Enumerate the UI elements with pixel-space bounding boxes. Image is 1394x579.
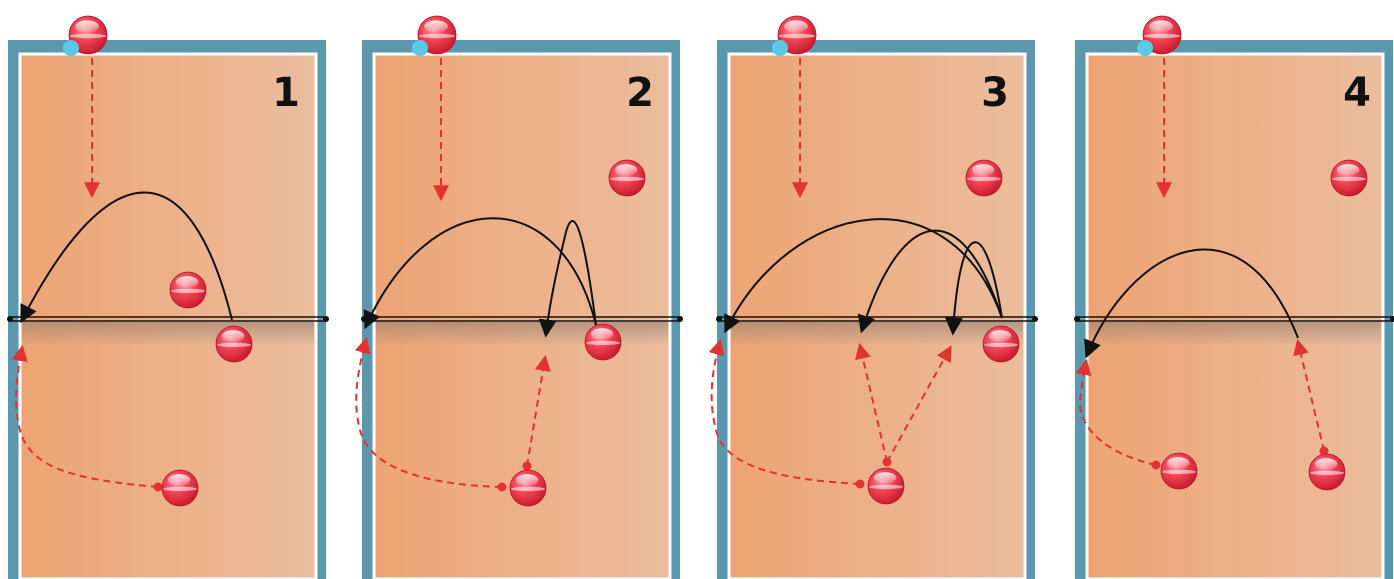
net-post-right: [323, 316, 329, 322]
player-move-arrow: [526, 354, 551, 467]
player: [1308, 453, 1346, 491]
setter-player: [417, 15, 457, 55]
player-highlight: [873, 472, 897, 484]
player-highlight: [167, 474, 191, 486]
player: [982, 325, 1020, 363]
player-band: [983, 342, 1019, 348]
player: [509, 469, 547, 507]
court-panel-1: 1: [7, 15, 329, 579]
move-start-dot: [497, 482, 507, 492]
player-band: [1161, 469, 1197, 475]
ball-path-arc: [1084, 248, 1299, 359]
move-start-dot: [1319, 446, 1329, 456]
player-band: [1309, 470, 1345, 476]
player-band: [510, 486, 546, 492]
player-move-arrow: [1075, 358, 1157, 466]
net-post-left: [361, 316, 367, 322]
player: [608, 159, 646, 197]
player-move-arrow: [708, 338, 861, 485]
player-band: [1143, 33, 1181, 39]
player-band: [778, 33, 816, 39]
setter-marker: [63, 40, 79, 56]
panel-number: 2: [626, 70, 654, 116]
net-shadow: [731, 322, 1023, 344]
player-highlight: [590, 328, 614, 340]
setter-player: [777, 15, 817, 55]
player-highlight: [971, 164, 995, 176]
move-start-dot: [855, 479, 865, 489]
player-highlight: [424, 20, 448, 33]
setter-marker: [1137, 40, 1153, 56]
player-highlight: [175, 276, 199, 288]
player-move-arrow: [886, 345, 952, 463]
player-move-arrow: [354, 336, 503, 488]
ball-path-arc: [363, 217, 597, 330]
player-move-arrow: [1293, 338, 1325, 452]
net-post-left: [7, 316, 13, 322]
player-band: [609, 176, 645, 182]
player: [1160, 452, 1198, 490]
player: [965, 159, 1003, 197]
player: [169, 271, 207, 309]
panel-number: 3: [981, 70, 1009, 116]
player-move-arrow: [855, 342, 888, 463]
court-panel-4: 4: [1074, 15, 1394, 579]
move-start-dot: [153, 482, 163, 492]
player-highlight: [614, 164, 638, 176]
setter-marker: [412, 40, 428, 56]
player-band: [170, 288, 206, 294]
court-panel-3: 3: [708, 15, 1038, 579]
player-highlight: [1336, 164, 1360, 176]
setter-marker: [772, 40, 788, 56]
player: [161, 469, 199, 507]
player-highlight: [988, 330, 1012, 342]
player-band: [162, 486, 198, 492]
player: [584, 323, 622, 361]
setter-player: [68, 15, 108, 55]
net-post-right: [677, 316, 683, 322]
player-highlight: [784, 20, 808, 33]
player-highlight: [1166, 457, 1190, 469]
player-highlight: [1149, 20, 1173, 33]
player-move-arrow: [11, 344, 159, 488]
player: [867, 467, 905, 505]
player-highlight: [515, 474, 539, 486]
player-band: [69, 33, 107, 39]
player-band: [418, 33, 456, 39]
setter-player: [1142, 15, 1182, 55]
player-highlight: [221, 330, 245, 342]
net-post-left: [1074, 316, 1080, 322]
net-post-right: [1390, 316, 1394, 322]
panel-number: 1: [272, 70, 300, 116]
player-band: [1331, 176, 1367, 182]
move-start-dot: [1151, 460, 1161, 470]
net-shadow: [376, 322, 668, 344]
player-highlight: [1314, 458, 1338, 470]
panel-number: 4: [1343, 70, 1371, 116]
player: [1330, 159, 1368, 197]
net-shadow: [1089, 322, 1381, 344]
ball-path-arc: [857, 229, 1003, 334]
player-band: [966, 176, 1002, 182]
move-start-dot: [522, 461, 532, 471]
net-post-left: [716, 316, 722, 322]
ball-path-arc: [538, 220, 597, 338]
ball-path-arc: [944, 241, 1003, 336]
ball-path-arc: [724, 218, 1003, 334]
court-panel-2: 2: [354, 15, 683, 579]
net-post-right: [1032, 316, 1038, 322]
player-band: [216, 342, 252, 348]
net-shadow: [22, 322, 314, 344]
player-highlight: [75, 20, 99, 33]
ball-path-arc: [20, 191, 233, 324]
player-band: [585, 340, 621, 346]
player-band: [868, 484, 904, 490]
player: [215, 325, 253, 363]
